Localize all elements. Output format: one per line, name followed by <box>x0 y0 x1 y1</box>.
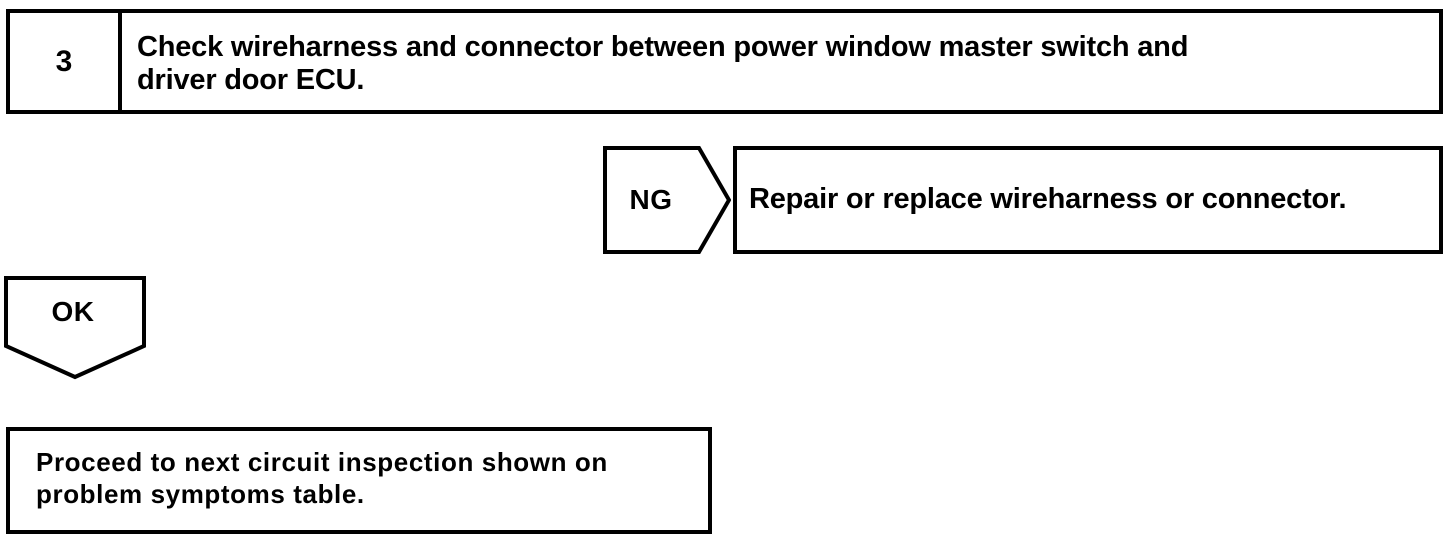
step-instruction-cell: Check wireharness and connector between … <box>122 13 1439 110</box>
ok-branch-label: OK <box>51 296 95 327</box>
step-number: 3 <box>55 44 73 78</box>
step-row: 3 Check wireharness and connector betwee… <box>6 9 1443 114</box>
ok-result-box: Proceed to next circuit inspection shown… <box>6 427 712 534</box>
ng-arrow-shape <box>603 146 731 254</box>
ng-result-box: Repair or replace wireharness or connect… <box>733 146 1443 254</box>
step-instruction-text: Check wireharness and connector between … <box>137 31 1189 96</box>
step-number-cell: 3 <box>10 13 122 110</box>
ng-result-text: Repair or replace wireharness or connect… <box>749 183 1347 216</box>
ok-arrow-shape <box>4 276 146 380</box>
ok-result-text: Proceed to next circuit inspection shown… <box>36 447 608 509</box>
ng-branch-label: NG <box>629 184 673 215</box>
